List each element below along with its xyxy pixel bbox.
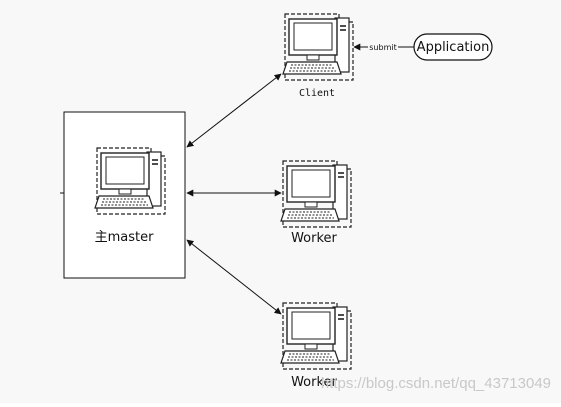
edge-master-worker2 — [186, 239, 282, 315]
application-label: Application — [417, 40, 490, 55]
client-node: Client — [282, 13, 354, 99]
worker1-computer-icon — [280, 160, 352, 228]
client-computer-icon — [282, 13, 354, 81]
worker-node-1: Worker — [280, 160, 352, 246]
worker-node-2: Worker — [280, 302, 352, 390]
worker2-computer-icon — [280, 302, 352, 370]
master-node: 主master — [60, 111, 186, 279]
edge-submit: submit — [353, 42, 414, 52]
application-node: Application — [413, 33, 493, 61]
edge-master-client — [186, 73, 282, 148]
client-label: Client — [299, 88, 335, 99]
submit-label: submit — [369, 43, 396, 52]
master-label: 主master — [95, 230, 154, 245]
master-computer-icon — [94, 147, 166, 215]
worker2-label: Worker — [291, 375, 337, 390]
watermark-text: https://blog.csdn.net/qq_43713049 — [321, 375, 551, 392]
worker1-label: Worker — [291, 231, 337, 246]
